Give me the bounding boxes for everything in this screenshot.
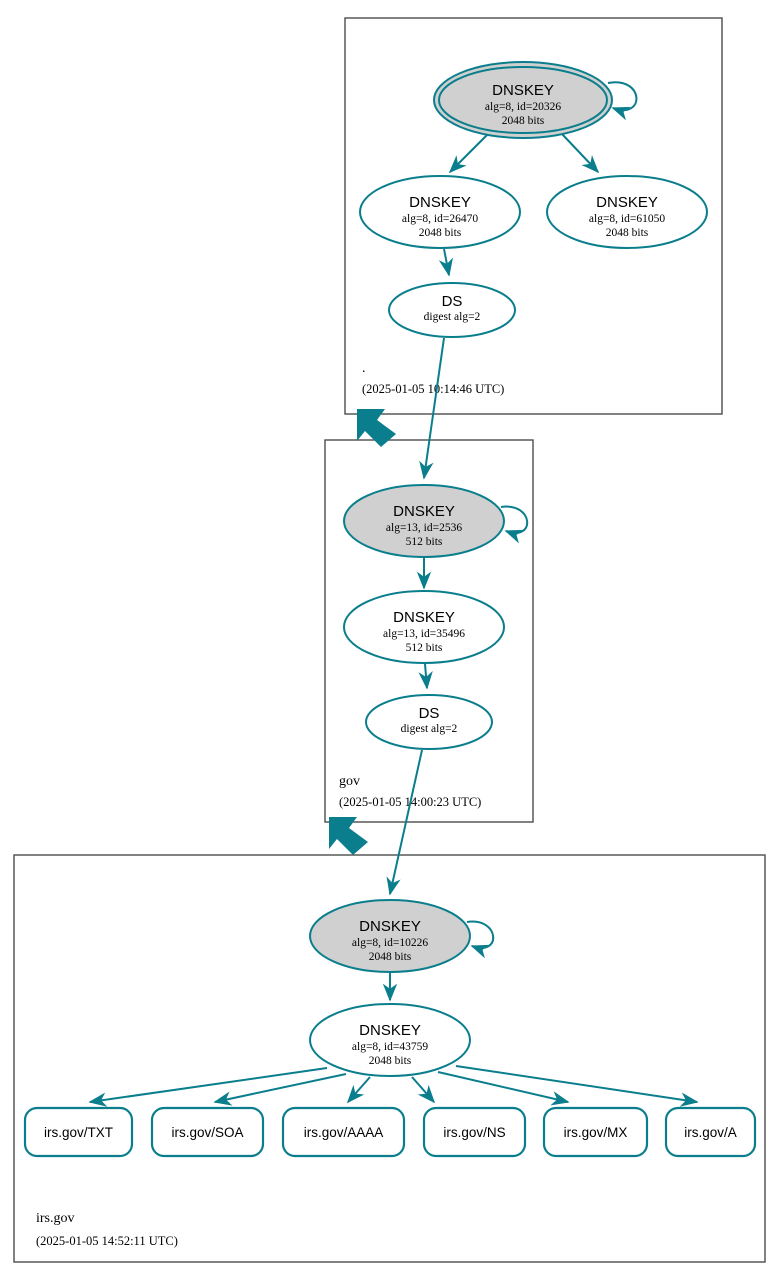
rrset-mx[interactable]: irs.gov/MX [542, 1106, 649, 1158]
zone-root: DNSKEY alg=8, id=20326 2048 bits DNSKEY … [344, 17, 723, 415]
root-ds-digest: digest alg=2 [424, 311, 481, 323]
arrow-gov-zone-to-irsgov-zone [329, 817, 368, 855]
irs-ksk-alg-id: alg=8, id=10226 [352, 937, 428, 949]
root-ds-ellipse [388, 282, 516, 338]
node-gov-ds[interactable]: DS digest alg=2 [365, 694, 493, 750]
edge-irs-zsk-to-mx [437, 1071, 570, 1106]
rrset-soa[interactable]: irs.gov/SOA [150, 1106, 265, 1158]
node-root-ksk[interactable]: DNSKEY alg=8, id=20326 2048 bits [433, 61, 613, 139]
gov-ds-digest: digest alg=2 [401, 723, 458, 735]
edge-irs-ksk-self-sign [466, 920, 495, 959]
gov-zsk-bits: 512 bits [406, 642, 443, 654]
rrset-ns[interactable]: irs.gov/NS [422, 1106, 527, 1158]
gov-zsk-alg-id: alg=13, id=35496 [383, 628, 465, 640]
gov-zsk-ellipse [343, 590, 505, 664]
root-zsk-61050-bits: 2048 bits [606, 227, 649, 239]
edge-root-ksk-to-zsk-61050 [561, 133, 600, 174]
root-zsk-26470-alg-id: alg=8, id=26470 [402, 213, 478, 225]
rrset-ns-box [422, 1106, 527, 1158]
gov-ksk-bits: 512 bits [406, 536, 443, 548]
node-irs-ksk[interactable]: DNSKEY alg=8, id=10226 2048 bits [309, 899, 471, 973]
rrset-txt[interactable]: irs.gov/TXT [23, 1106, 134, 1158]
gov-ksk-alg-id: alg=13, id=2536 [386, 522, 462, 534]
rrset-soa-box [150, 1106, 265, 1158]
zone-root-border [344, 17, 723, 415]
edge-root-ds-to-gov-ksk [419, 337, 445, 480]
irs-ksk-ellipse [309, 899, 471, 973]
root-zsk-61050-title: DNSKEY [596, 194, 658, 211]
edge-root-zsk-26470-to-ds [438, 248, 453, 277]
gov-ds-title: DS [419, 705, 440, 722]
root-ds-title: DS [442, 293, 463, 310]
root-ksk-ellipse-inner [438, 66, 608, 134]
edge-gov-ksk-self-sign [500, 505, 529, 544]
edge-irs-zsk-to-aaaa [346, 1076, 371, 1104]
zone-irsgov-label: irs.gov [36, 1211, 75, 1226]
root-zsk-26470-bits: 2048 bits [419, 227, 462, 239]
gov-zsk-title: DNSKEY [393, 609, 455, 626]
zone-irsgov-border [13, 854, 766, 1263]
edge-gov-zsk-to-ds [418, 663, 433, 690]
rrset-txt-box [23, 1106, 134, 1158]
irs-zsk-alg-id: alg=8, id=43759 [352, 1041, 428, 1053]
zone-irsgov-timestamp: (2025-01-05 14:52:11 UTC) [36, 1234, 178, 1248]
root-zsk-61050-ellipse [546, 175, 708, 249]
gov-ksk-title: DNSKEY [393, 503, 455, 520]
edge-irs-zsk-to-txt [88, 1067, 328, 1107]
root-ksk-title: DNSKEY [492, 82, 554, 99]
zone-gov-label: gov [339, 774, 360, 789]
root-zsk-61050-alg-id: alg=8, id=61050 [589, 213, 665, 225]
node-irs-zsk[interactable]: DNSKEY alg=8, id=43759 2048 bits [309, 1003, 471, 1077]
irs-zsk-title: DNSKEY [359, 1022, 421, 1039]
irs-zsk-bits: 2048 bits [369, 1055, 412, 1067]
rrset-aaaa[interactable]: irs.gov/AAAA [281, 1106, 406, 1158]
rrset-aaaa-box [281, 1106, 406, 1158]
edge-root-ksk-to-zsk-26470 [448, 134, 488, 174]
gov-ds-ellipse [365, 694, 493, 750]
irs-zsk-ellipse [309, 1003, 471, 1077]
node-root-zsk-26470[interactable]: DNSKEY alg=8, id=26470 2048 bits [359, 175, 521, 249]
node-root-ds[interactable]: DS digest alg=2 [388, 282, 516, 338]
rrset-a[interactable]: irs.gov/A [664, 1106, 757, 1158]
rrset-ns-label: irs.gov/NS [443, 1125, 505, 1140]
rrset-txt-label: irs.gov/TXT [44, 1125, 113, 1140]
root-ksk-alg-id: alg=8, id=20326 [485, 101, 561, 113]
irs-ksk-bits: 2048 bits [369, 951, 412, 963]
node-root-zsk-61050[interactable]: DNSKEY alg=8, id=61050 2048 bits [546, 175, 708, 249]
node-gov-zsk[interactable]: DNSKEY alg=13, id=35496 512 bits [343, 590, 505, 664]
rrset-mx-box [542, 1106, 649, 1158]
rrset-a-box [664, 1106, 757, 1158]
edge-irs-zsk-to-a [455, 1065, 699, 1107]
root-ksk-bits: 2048 bits [502, 115, 545, 127]
edge-gov-ds-to-irs-ksk [386, 749, 423, 896]
irs-ksk-title: DNSKEY [359, 918, 421, 935]
edge-irs-zsk-to-soa [213, 1073, 347, 1106]
root-zsk-26470-ellipse [359, 175, 521, 249]
edge-irs-zsk-to-ns [411, 1076, 436, 1104]
rrset-aaaa-label: irs.gov/AAAA [304, 1125, 384, 1140]
rrset-soa-label: irs.gov/SOA [171, 1125, 243, 1140]
node-gov-ksk[interactable]: DNSKEY alg=13, id=2536 512 bits [343, 484, 505, 558]
root-zsk-26470-title: DNSKEY [409, 194, 471, 211]
edge-root-ksk-self-sign [607, 81, 638, 121]
arrow-root-zone-to-gov-zone [357, 409, 396, 447]
gov-ksk-ellipse [343, 484, 505, 558]
zone-irsgov: DNSKEY alg=8, id=10226 2048 bits DNSKEY … [13, 854, 766, 1263]
rrset-mx-label: irs.gov/MX [564, 1125, 628, 1140]
rrset-a-label: irs.gov/A [684, 1125, 737, 1140]
zone-gov: DNSKEY alg=13, id=2536 512 bits DNSKEY a… [324, 439, 534, 823]
zone-root-timestamp: (2025-01-05 10:14:46 UTC) [362, 382, 504, 396]
zone-root-label: . [362, 361, 366, 376]
